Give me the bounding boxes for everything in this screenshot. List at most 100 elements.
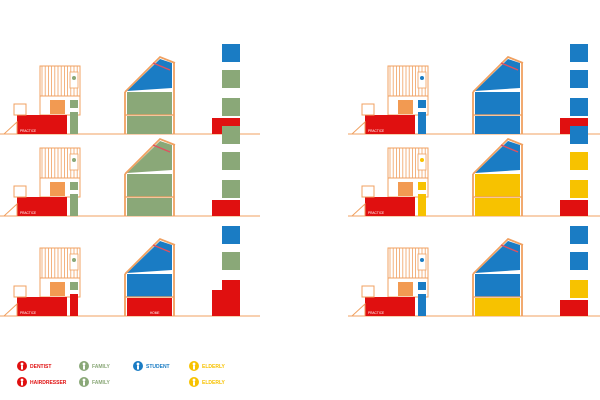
occupant-icon <box>420 258 424 262</box>
legend-item: DENTIST <box>17 361 51 371</box>
stair <box>351 202 366 217</box>
legend-label: FAMILY <box>92 364 111 370</box>
stack-block-2 <box>222 70 240 88</box>
stair <box>351 120 366 135</box>
lower-floor <box>475 198 520 216</box>
stack-block-4 <box>560 300 588 316</box>
lower-floor <box>127 116 172 134</box>
practice-unit <box>365 197 415 216</box>
person-head <box>136 362 140 366</box>
upper-floor <box>127 274 172 297</box>
stack-block-4 <box>212 290 240 316</box>
practice-unit <box>365 297 415 316</box>
upper-floor <box>127 174 172 197</box>
occupant-icon <box>72 258 76 262</box>
stack-block-3 <box>570 280 588 298</box>
person-head <box>82 362 86 366</box>
person-body <box>83 381 85 386</box>
terrace-rail <box>361 185 375 198</box>
practice-unit <box>17 197 67 216</box>
upper-floor <box>475 174 520 197</box>
side-unit <box>70 294 78 316</box>
stack-block-1 <box>222 226 240 244</box>
lower-floor <box>127 198 172 216</box>
mid-unit <box>418 100 426 108</box>
person-body <box>137 365 139 370</box>
terrace-rail <box>13 185 27 198</box>
stack-block-1 <box>570 226 588 244</box>
skylight <box>152 144 171 153</box>
upper-floor <box>475 92 520 115</box>
legend-label: FAMILY <box>92 380 111 386</box>
legend-label: ELDERLY <box>202 380 226 386</box>
skylight <box>152 62 171 71</box>
legend-item: ELDERLY <box>189 377 226 387</box>
stack-block-1 <box>222 126 240 144</box>
person-head <box>192 362 196 366</box>
stair <box>3 202 18 217</box>
occupant-icon <box>420 76 424 80</box>
roof-volume <box>127 59 172 91</box>
roof-outline <box>124 55 176 93</box>
scenario-1: PRACTICE <box>0 44 260 135</box>
practice-label: PRACTICE <box>20 311 36 315</box>
scenario-3: PRACTICE <box>0 126 260 217</box>
legend-label: ELDERLY <box>202 364 226 370</box>
balcony-block <box>50 282 65 296</box>
legend-item: ELDERLY <box>189 361 226 371</box>
person-head <box>82 378 86 382</box>
side-unit <box>418 112 426 134</box>
practice-label: PRACTICE <box>368 129 384 133</box>
balcony-block <box>398 182 413 196</box>
side-unit <box>418 194 426 216</box>
skylight <box>500 62 519 71</box>
mid-unit <box>70 282 78 290</box>
practice-label: PRACTICE <box>368 311 384 315</box>
stair <box>351 302 366 317</box>
person-body <box>21 365 23 370</box>
roof-volume <box>127 141 172 173</box>
practice-label: PRACTICE <box>368 211 384 215</box>
lower-floor <box>127 298 172 316</box>
person-body <box>193 365 195 370</box>
stack-block-2 <box>222 252 240 270</box>
stack-block-2 <box>222 152 240 170</box>
stack-block-3 <box>222 180 240 198</box>
skylight <box>500 244 519 253</box>
balcony-block <box>50 182 65 196</box>
stack-block-2 <box>570 152 588 170</box>
scenario-6: PRACTICE <box>348 226 600 317</box>
mid-unit <box>418 282 426 290</box>
person-body <box>193 381 195 386</box>
upper-floor <box>475 274 520 297</box>
roof-outline <box>472 137 524 175</box>
lower-floor <box>475 116 520 134</box>
legend-item: FAMILY <box>79 377 111 387</box>
occupant-icon <box>72 158 76 162</box>
practice-unit <box>17 115 67 134</box>
person-body <box>21 381 23 386</box>
balcony-block <box>398 282 413 296</box>
terrace-rail <box>361 103 375 116</box>
occupant-icon <box>72 76 76 80</box>
roof-outline <box>472 55 524 93</box>
side-unit <box>418 294 426 316</box>
scenario-4: PRACTICE <box>348 126 600 217</box>
person-head <box>20 362 24 366</box>
stack-block-3 <box>570 180 588 198</box>
mid-unit <box>418 182 426 190</box>
legend-item: FAMILY <box>79 361 111 371</box>
stair <box>3 302 18 317</box>
practice-unit <box>17 297 67 316</box>
legend-item: STUDENT <box>133 361 170 371</box>
stack-block-1 <box>222 44 240 62</box>
person-head <box>192 378 196 382</box>
terrace-rail <box>13 103 27 116</box>
stack-block-2 <box>570 252 588 270</box>
stack-block-2 <box>570 70 588 88</box>
roof-volume <box>475 59 520 91</box>
stack-block-3 <box>570 98 588 116</box>
